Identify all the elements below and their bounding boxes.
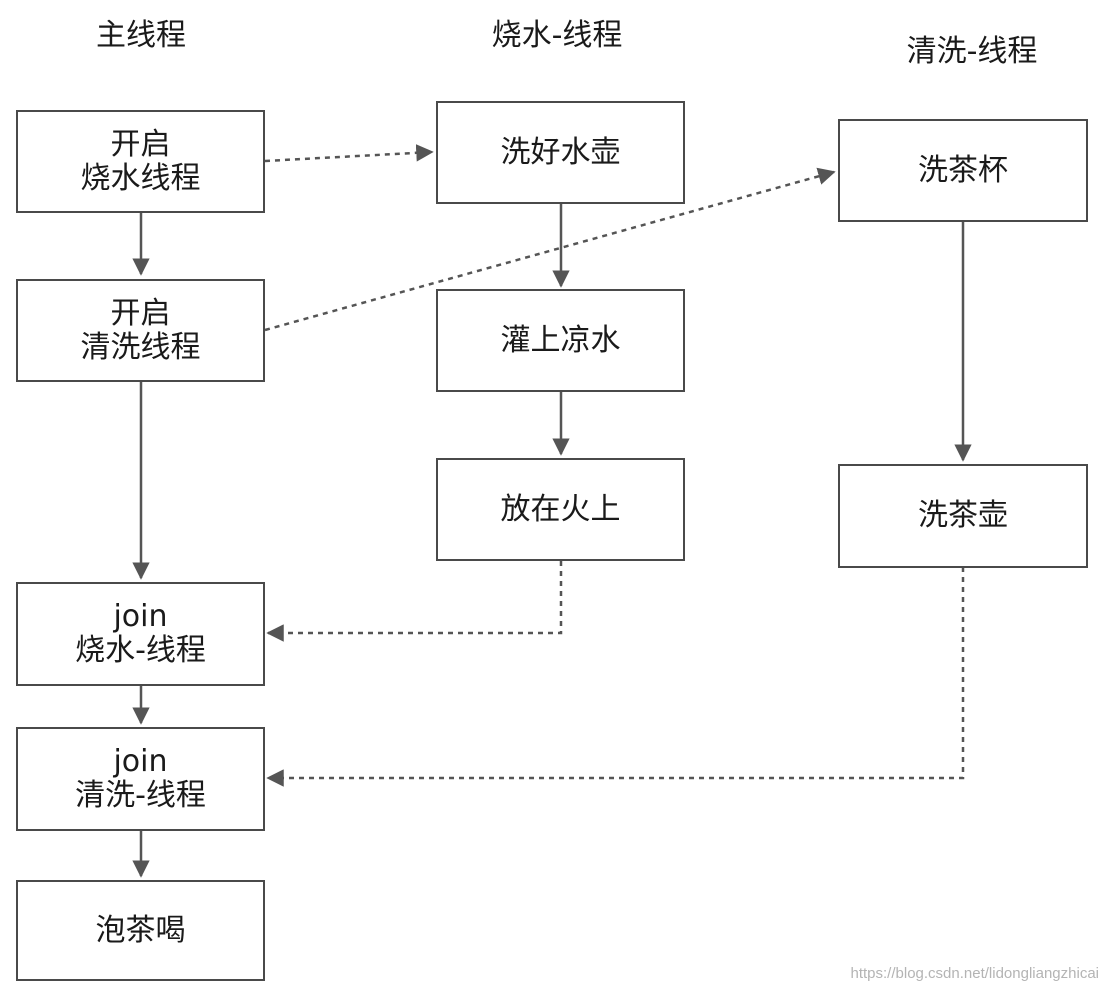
- node-start-wash-thread-line1: 开启: [110, 295, 171, 331]
- node-wash-teapot-label: 洗茶壶: [918, 498, 1008, 533]
- node-wash-kettle-label: 洗好水壶: [500, 134, 621, 170]
- edge-start-boil-to-wash-kettle: [264, 144, 434, 163]
- node-wash-teapot: 洗茶壶: [838, 464, 1088, 568]
- node-join-boil-thread-line1: join: [113, 599, 168, 634]
- node-put-on-fire-label: 放在火上: [500, 491, 621, 527]
- node-start-boil-thread-line2: 烧水线程: [80, 160, 201, 196]
- node-join-wash-thread-line2: 清洗-线程: [75, 778, 206, 813]
- watermark-text: https://blog.csdn.net/lidongliangzhicai: [850, 965, 1100, 982]
- node-start-wash-thread-line2: 清洗线程: [80, 329, 201, 365]
- node-fill-cold-water-label: 灌上凉水: [500, 322, 621, 358]
- node-wash-tea-cups: 洗茶杯: [838, 119, 1088, 222]
- node-join-boil-thread: join 烧水-线程: [16, 582, 265, 686]
- node-put-on-fire: 放在火上: [436, 458, 685, 561]
- node-start-boil-thread: 开启 烧水线程: [16, 110, 265, 213]
- node-make-tea: 泡茶喝: [16, 880, 265, 981]
- node-fill-cold-water: 灌上凉水: [436, 289, 685, 392]
- lane-title-wash: 清洗-线程: [906, 34, 1038, 69]
- edge-on-fire-to-join-boil: [266, 561, 563, 642]
- node-join-boil-thread-line2: 烧水-线程: [75, 633, 206, 668]
- node-join-wash-thread-line1: join: [113, 744, 168, 779]
- edge-wash-teapot-to-join-wash: [266, 567, 965, 787]
- node-start-boil-thread-line1: 开启: [110, 126, 171, 162]
- node-wash-kettle: 洗好水壶: [436, 101, 685, 204]
- lane-title-main: 主线程: [96, 18, 186, 53]
- node-join-wash-thread: join 清洗-线程: [16, 727, 265, 831]
- edge-start-wash-to-wash-cups: [264, 167, 836, 332]
- lane-title-boil: 烧水-线程: [491, 18, 623, 53]
- node-wash-tea-cups-label: 洗茶杯: [918, 152, 1008, 188]
- node-make-tea-label: 泡茶喝: [95, 912, 186, 948]
- node-start-wash-thread: 开启 清洗线程: [16, 279, 265, 382]
